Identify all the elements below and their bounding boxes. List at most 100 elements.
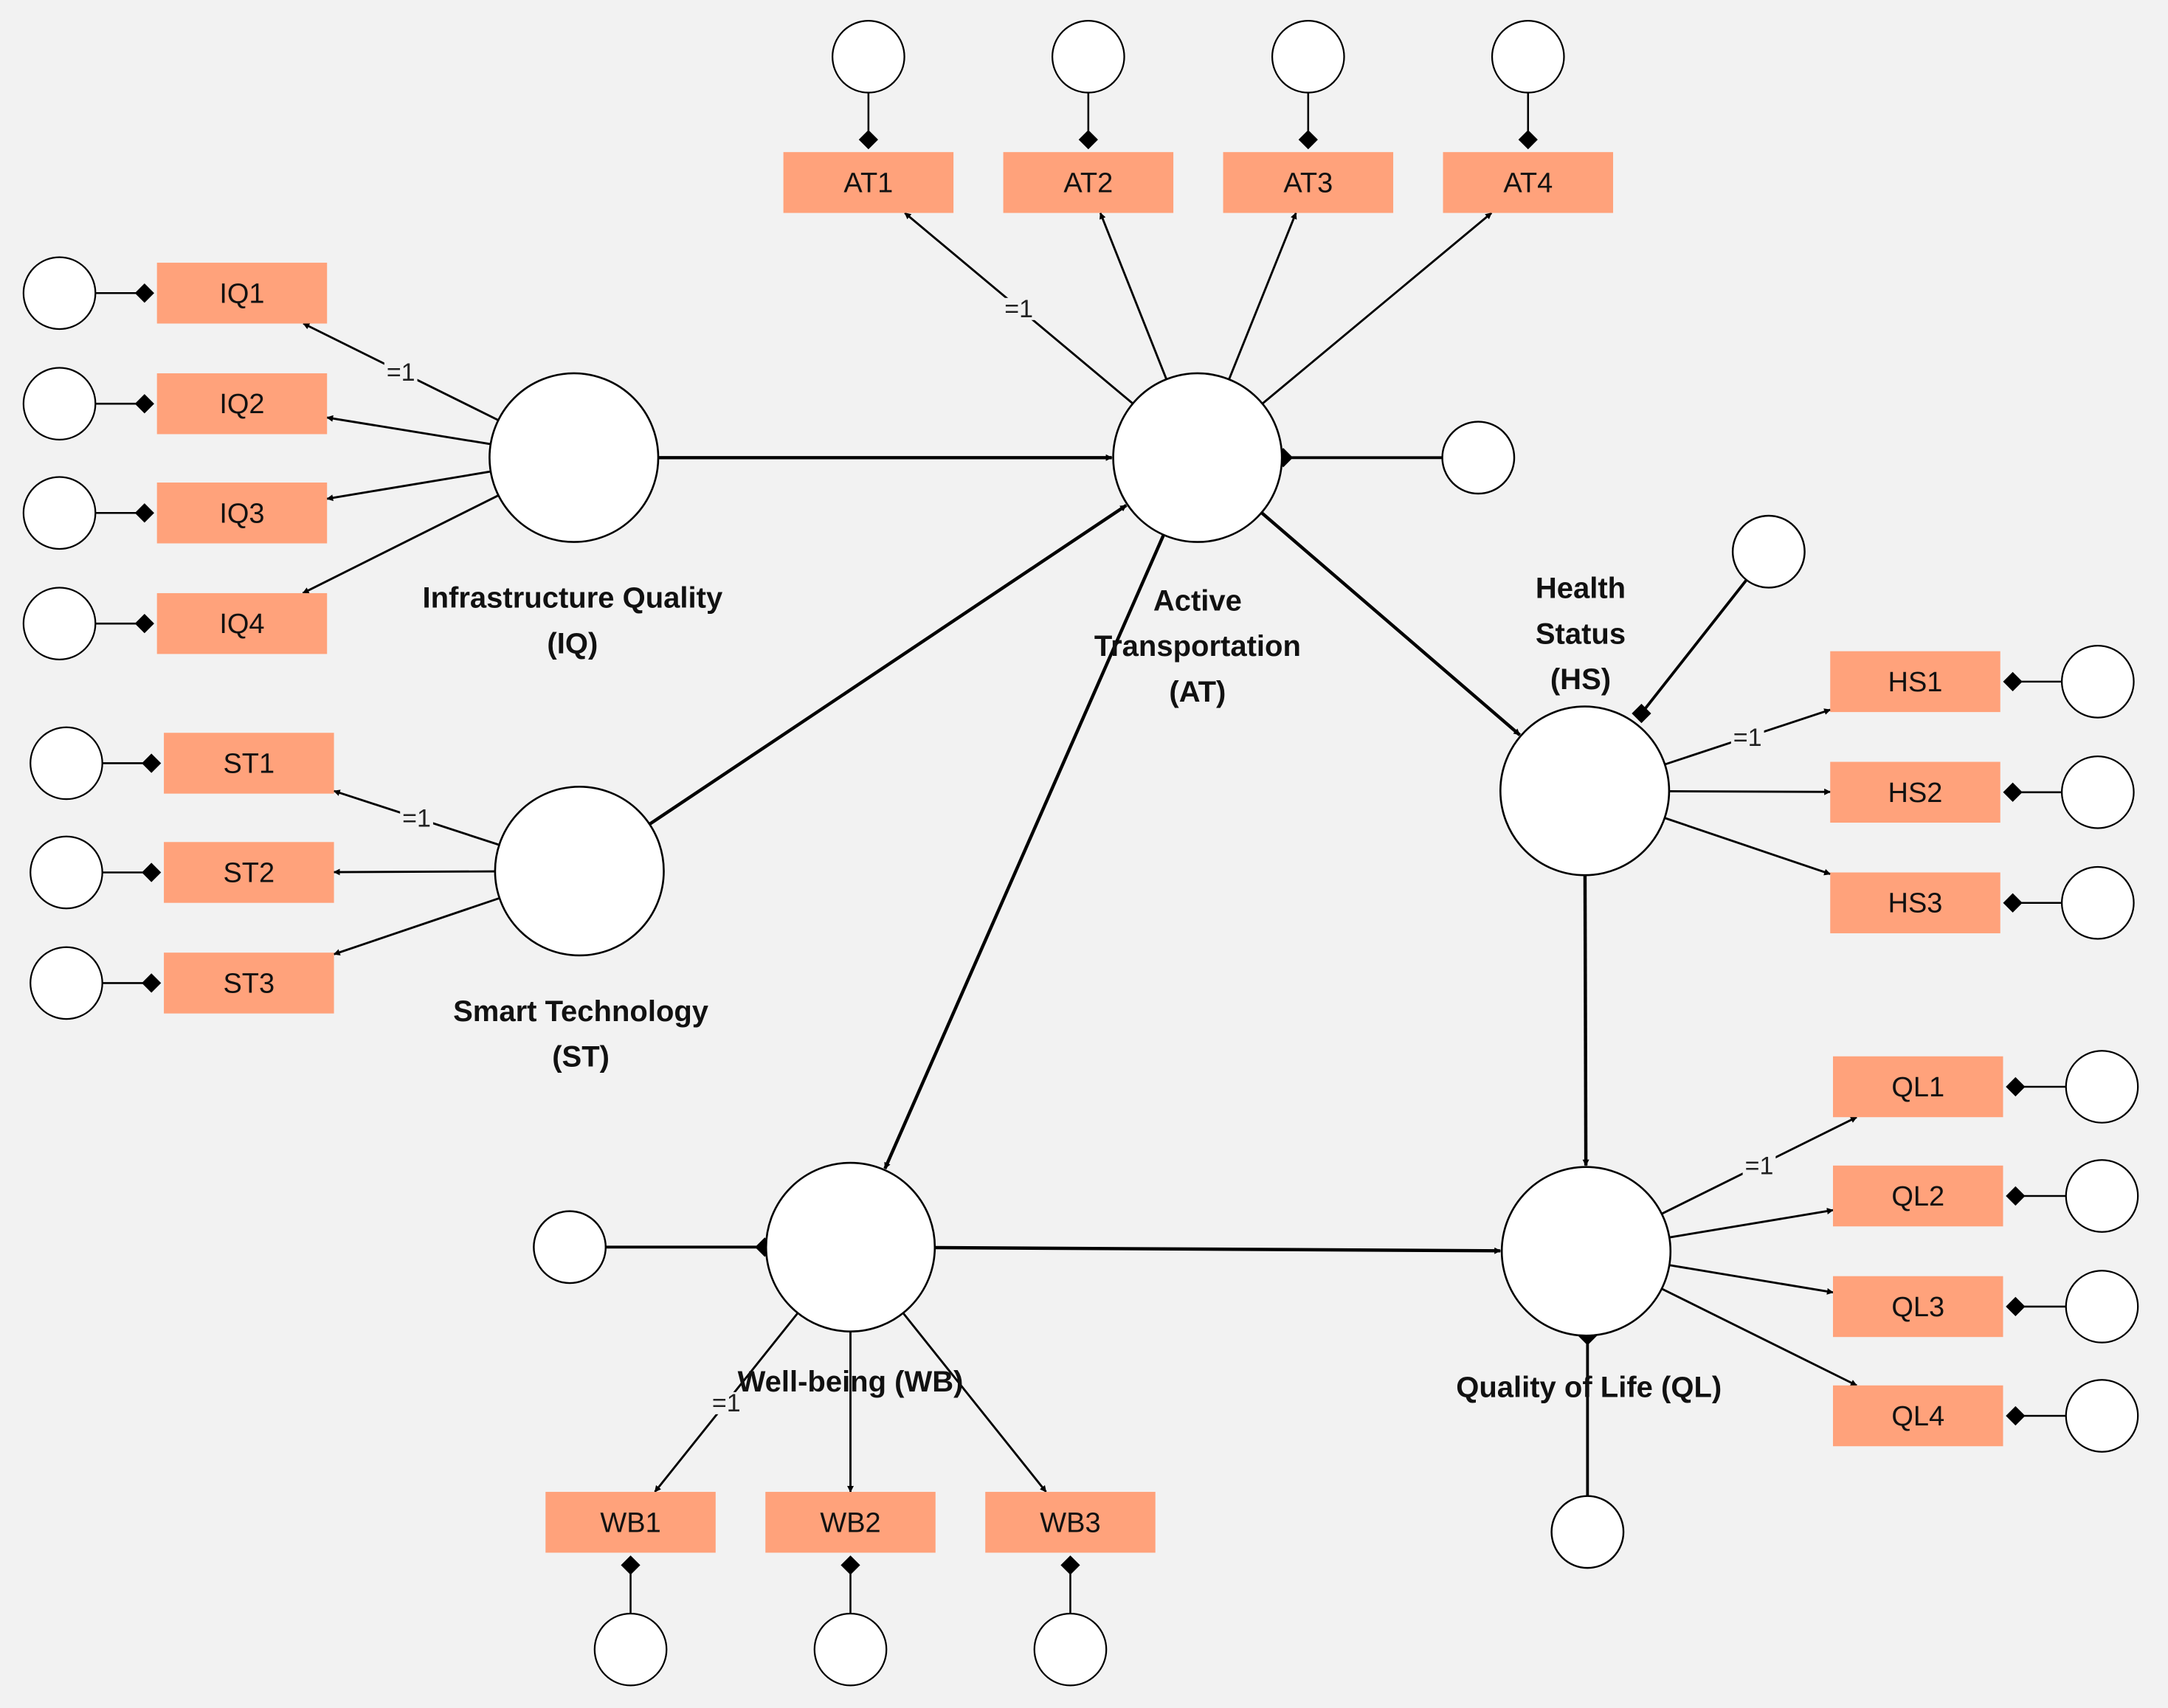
error-diamond-at4 (1518, 130, 1538, 150)
indicator-box-iq4[interactable] (156, 592, 328, 654)
disturbance-circle-at[interactable] (1441, 421, 1516, 495)
error-diamond-st3 (142, 973, 162, 993)
error-diamond-ql2 (2006, 1186, 2026, 1206)
error-circle-at2[interactable] (1051, 19, 1125, 94)
disturbance-diamond-at (1273, 448, 1294, 468)
loading-st2 (333, 868, 495, 876)
loading-hs3 (1664, 817, 1832, 876)
construct-at[interactable] (1112, 372, 1283, 543)
error-circle-iq4[interactable] (22, 587, 97, 661)
error-diamond-at2 (1078, 130, 1098, 150)
error-diamond-wb2 (840, 1555, 860, 1575)
error-diamond-wb1 (621, 1555, 641, 1575)
construct-label-iq-line-1: Infrastructure Quality (422, 582, 723, 615)
error-circle-ql3[interactable] (2065, 1270, 2139, 1344)
indicator-box-st1[interactable] (164, 733, 334, 794)
construct-label-at-line-3: (AT) (1169, 676, 1226, 708)
indicator-box-wb2[interactable] (765, 1492, 936, 1553)
indicator-box-ql1[interactable] (1832, 1056, 2003, 1118)
indicator-box-at1[interactable] (783, 152, 954, 213)
path-at-wb (883, 534, 1165, 1169)
construct-iq[interactable] (489, 372, 660, 543)
error-circle-hs1[interactable] (2061, 645, 2135, 719)
error-circle-iq2[interactable] (22, 367, 97, 441)
indicator-box-hs1[interactable] (1830, 651, 2000, 713)
construct-label-st-line-1: Smart Technology (453, 995, 709, 1028)
construct-label-at-line-2: Transportation (1094, 630, 1301, 663)
fixed-loading-label-hs: =1 (1733, 724, 1762, 752)
error-circle-st1[interactable] (30, 726, 103, 801)
path-wb-ql (934, 1245, 1502, 1254)
error-circle-wb2[interactable] (813, 1612, 888, 1687)
indicator-label-ql3: QL3 (1891, 1292, 1944, 1323)
error-diamond-st2 (142, 862, 162, 882)
error-circle-ql4[interactable] (2065, 1379, 2139, 1453)
construct-wb[interactable] (764, 1161, 936, 1332)
construct-hs[interactable] (1499, 705, 1671, 877)
error-circle-iq3[interactable] (22, 476, 97, 550)
indicator-box-st3[interactable] (164, 952, 334, 1014)
error-diamond-st1 (142, 753, 162, 773)
indicator-box-hs2[interactable] (1830, 761, 2000, 823)
indicator-label-ql1: QL1 (1891, 1072, 1944, 1103)
indicator-box-at3[interactable] (1223, 152, 1394, 213)
loading-at3 (1228, 212, 1297, 380)
indicator-box-st2[interactable] (164, 842, 334, 903)
indicator-box-ql2[interactable] (1832, 1165, 2003, 1227)
path-at-hs (1260, 511, 1521, 736)
fixed-loading-label-st: =1 (402, 805, 431, 833)
error-diamond-wb3 (1060, 1555, 1080, 1575)
error-circle-hs3[interactable] (2061, 865, 2135, 940)
indicator-label-iq2: IQ2 (219, 389, 264, 420)
construct-label-wb-line-1: Well-being (WB) (738, 1366, 964, 1398)
error-circle-wb3[interactable] (1033, 1612, 1108, 1687)
indicator-label-wb2: WB2 (820, 1507, 880, 1538)
error-circle-wb1[interactable] (593, 1612, 668, 1687)
error-circle-iq1[interactable] (22, 256, 97, 331)
indicator-label-ql4: QL4 (1891, 1401, 1944, 1432)
construct-st[interactable] (494, 785, 665, 957)
indicator-box-wb3[interactable] (985, 1492, 1156, 1553)
error-circle-at4[interactable] (1491, 19, 1565, 94)
indicator-label-ql2: QL2 (1891, 1181, 1944, 1212)
indicator-box-iq3[interactable] (156, 483, 328, 544)
error-circle-st2[interactable] (30, 835, 103, 910)
error-diamond-at1 (858, 130, 878, 150)
indicator-box-ql3[interactable] (1832, 1276, 2003, 1338)
loading-st3 (333, 896, 500, 956)
error-diamond-iq2 (134, 394, 154, 414)
disturbance-circle-wb[interactable] (533, 1210, 607, 1285)
error-circle-at1[interactable] (832, 19, 905, 94)
error-circle-st3[interactable] (30, 946, 103, 1020)
disturbance-circle-hs[interactable] (1731, 514, 1806, 589)
error-circle-ql1[interactable] (2065, 1050, 2139, 1124)
loading-ql3 (1669, 1264, 1834, 1295)
error-circle-ql2[interactable] (2065, 1159, 2139, 1233)
indicator-label-at4: AT4 (1503, 167, 1553, 198)
error-circle-at3[interactable] (1271, 19, 1345, 94)
indicator-box-hs3[interactable] (1830, 872, 2000, 933)
error-diamond-iq4 (134, 614, 154, 634)
error-diamond-at3 (1298, 130, 1318, 150)
indicator-box-iq1[interactable] (156, 263, 328, 324)
construct-label-hs-line-3: (HS) (1550, 663, 1611, 696)
disturbance-circle-ql[interactable] (1550, 1495, 1625, 1569)
indicator-box-wb1[interactable] (545, 1492, 716, 1553)
loading-iq3 (326, 470, 491, 502)
disturbance-diamond-hs (1632, 703, 1651, 724)
loading-at2 (1099, 212, 1168, 380)
indicator-label-hs1: HS1 (1888, 667, 1943, 698)
error-diamond-ql3 (2006, 1296, 2026, 1317)
indicator-box-at4[interactable] (1443, 152, 1614, 213)
indicator-box-at2[interactable] (1003, 152, 1174, 213)
indicator-label-st3: ST3 (223, 968, 275, 999)
indicator-box-ql4[interactable] (1832, 1385, 2003, 1447)
error-diamond-ql4 (2006, 1406, 2026, 1426)
error-diamond-iq1 (134, 283, 154, 303)
error-circle-hs2[interactable] (2061, 755, 2135, 829)
path-st-at (648, 504, 1128, 826)
indicator-box-iq2[interactable] (156, 373, 328, 435)
disturbance-link-hs (1640, 578, 1748, 715)
indicator-label-st1: ST1 (223, 748, 275, 779)
construct-ql[interactable] (1500, 1166, 1672, 1337)
